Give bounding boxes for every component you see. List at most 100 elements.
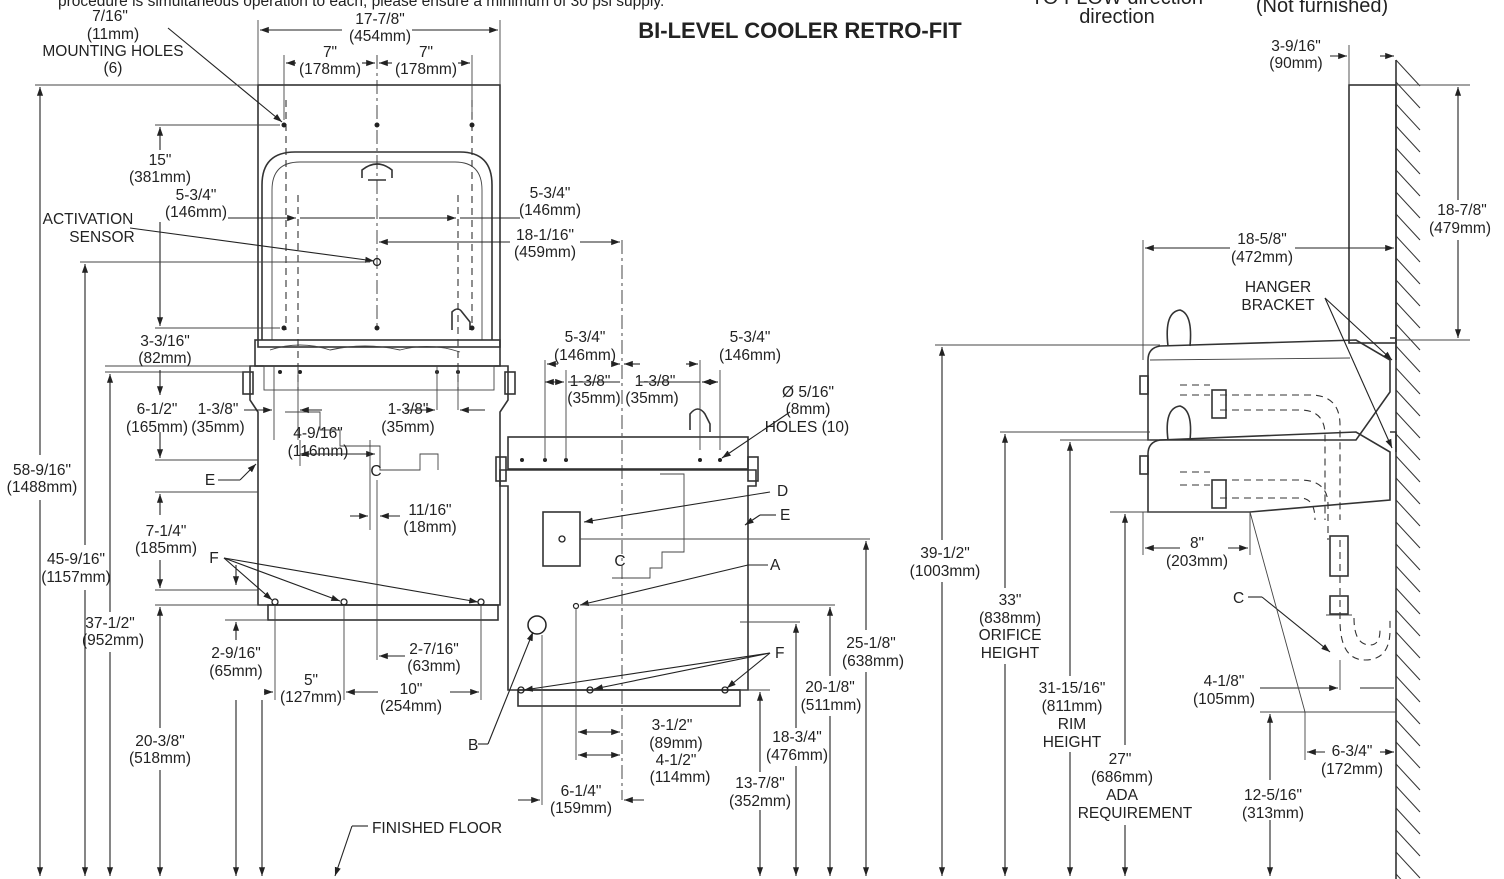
flow-direction-text-2: direction xyxy=(1079,6,1155,28)
wall-hatching xyxy=(1395,59,1421,879)
mounting-holes-label-2: (11mm) xyxy=(87,26,139,43)
wall-hatch-line xyxy=(1395,323,1421,351)
holes-label-3: HOLES (10) xyxy=(765,419,849,436)
wall-hatch-line xyxy=(1395,499,1421,527)
dim-8-b: (203mm) xyxy=(1166,553,1228,570)
dim-4-9-16-a: 4-9/16" xyxy=(293,425,342,442)
wall-hatch-line xyxy=(1395,807,1421,835)
dim-4-1-8-b: (105mm) xyxy=(1193,691,1255,708)
dim-25-1-8-b: (638mm) xyxy=(842,653,904,670)
dim-1-3-8-d-a: 1-3/8" xyxy=(635,373,676,390)
dim-5-3-4-d-b: (146mm) xyxy=(719,347,781,364)
dim-45-9-16-b: (1157mm) xyxy=(41,569,110,586)
dim-12-5-16-a: 12-5/16" xyxy=(1244,787,1302,804)
label-f-right: F xyxy=(775,645,784,662)
orifice-height-3: ORIFICE xyxy=(979,627,1042,644)
wall-hatch-line xyxy=(1395,477,1421,505)
dim-18-5-8-a: 18-5/8" xyxy=(1237,231,1286,248)
dim-11-16-b: (18mm) xyxy=(403,519,456,536)
dim-2-9-16-b: (65mm) xyxy=(209,663,262,680)
dim-4-1-8-a: 4-1/8" xyxy=(1204,673,1245,690)
dim-5-3-4-r-b: (146mm) xyxy=(519,202,581,219)
dim-18-1-16-b: (459mm) xyxy=(514,244,576,261)
dim-10-b: (254mm) xyxy=(380,698,442,715)
dim-6-1-4-a: 6-1/4" xyxy=(561,783,602,800)
dim-20-1-8-b: (511mm) xyxy=(801,697,862,714)
annotation-labels: 7/16" (11mm) MOUNTING HOLES (6) 17-7/8" … xyxy=(7,8,1491,837)
front-view-lower-unit xyxy=(495,240,759,800)
front-view-upper-dimensions xyxy=(35,20,620,876)
rim-height-2: (811mm) xyxy=(1042,698,1103,715)
dim-17-7-8-a: 17-7/8" xyxy=(355,11,404,28)
dim-1-3-8-c-a: 1-3/8" xyxy=(570,373,611,390)
wall-hatch-line xyxy=(1395,719,1421,747)
dim-3-3-16-a: 3-3/16" xyxy=(140,333,189,350)
dim-7b-a: 7" xyxy=(419,44,433,61)
dim-3-3-16-b: (82mm) xyxy=(138,350,191,367)
dim-18-3-4-b: (476mm) xyxy=(766,747,828,764)
wall-hatch-line xyxy=(1395,103,1421,131)
wall-hatch-line xyxy=(1395,213,1421,241)
dim-13-7-8-a: 13-7/8" xyxy=(735,775,784,792)
dim-25-1-8-a: 25-1/8" xyxy=(846,635,895,652)
ada-requirement-4: REQUIREMENT xyxy=(1078,805,1193,822)
dim-18-5-8-b: (472mm) xyxy=(1231,249,1293,266)
dim-8-a: 8" xyxy=(1190,535,1204,552)
page-title: BI-LEVEL COOLER RETRO-FIT xyxy=(638,18,962,43)
wall-hatch-line xyxy=(1395,631,1421,659)
front-view-lower-dimensions xyxy=(334,360,870,877)
dim-18-3-4-a: 18-3/4" xyxy=(772,729,821,746)
wall-hatch-line xyxy=(1395,301,1421,329)
wall-hatch-line xyxy=(1395,345,1421,373)
activation-sensor-label-1: ACTIVATION xyxy=(43,211,134,228)
dim-4-1-2-a: 4-1/2" xyxy=(656,752,697,769)
wall-hatch-line xyxy=(1395,433,1421,461)
wall-hatch-line xyxy=(1395,191,1421,219)
dim-15-a: 15" xyxy=(149,152,172,169)
ada-requirement-3: ADA xyxy=(1106,787,1139,804)
wall-hatch-line xyxy=(1395,829,1421,857)
not-furnished-text: (Not furnished) xyxy=(1256,0,1388,17)
dim-6-3-4-a: 6-3/4" xyxy=(1332,743,1373,760)
dim-3-9-16-a: 3-9/16" xyxy=(1271,38,1320,55)
dim-1-3-8-c-b: (35mm) xyxy=(567,390,620,407)
dim-10-a: 10" xyxy=(400,681,423,698)
dim-12-5-16-b: (313mm) xyxy=(1242,805,1304,822)
label-a: A xyxy=(770,557,781,574)
dim-39-1-2-a: 39-1/2" xyxy=(920,545,969,562)
dim-5-3-4-r-a: 5-3/4" xyxy=(530,185,571,202)
orifice-height-2: (838mm) xyxy=(979,610,1041,627)
wall-hatch-line xyxy=(1395,851,1421,879)
dim-7a-b: (178mm) xyxy=(299,61,361,78)
mounting-holes-label-1: 7/16" xyxy=(92,8,128,25)
dim-18-1-16-a: 18-1/16" xyxy=(516,227,574,244)
ada-requirement-2: (686mm) xyxy=(1091,769,1153,786)
wall-hatch-line xyxy=(1395,411,1421,439)
dim-13-7-8-b: (352mm) xyxy=(729,793,791,810)
dim-7b-b: (178mm) xyxy=(395,61,457,78)
wall-hatch-line xyxy=(1395,169,1421,197)
mounting-holes xyxy=(271,122,485,606)
dim-1-3-8-a-a: 1-3/8" xyxy=(198,401,239,418)
dim-18-7-8-a: 18-7/8" xyxy=(1437,202,1486,219)
dim-58-9-16-a: 58-9/16" xyxy=(13,462,71,479)
wall-hatch-line xyxy=(1395,543,1421,571)
orifice-height-1: 33" xyxy=(999,592,1022,609)
dim-3-1-2-b: (89mm) xyxy=(649,735,702,752)
dim-5-b: (127mm) xyxy=(280,689,342,706)
dim-1-3-8-d-b: (35mm) xyxy=(625,390,678,407)
wall-hatch-line xyxy=(1395,675,1421,703)
wall-hatch-line xyxy=(1395,873,1402,879)
dim-6-1-4-b: (159mm) xyxy=(550,800,612,817)
dim-4-9-16-b: (116mm) xyxy=(288,443,349,460)
dim-1-3-8-a-b: (35mm) xyxy=(191,419,244,436)
header-note-text: procedure is simultaneous operation to e… xyxy=(58,0,664,10)
wall-hatch-line xyxy=(1395,785,1421,813)
holes-label-1: Ø 5/16" xyxy=(782,384,834,401)
dim-58-9-16-b: (1488mm) xyxy=(7,479,78,496)
label-d: D xyxy=(777,483,788,500)
dim-5-3-4-l-b: (146mm) xyxy=(165,204,227,221)
dim-20-1-8-a: 20-1/8" xyxy=(805,679,854,696)
dim-15-b: (381mm) xyxy=(129,169,191,186)
activation-sensor-label-2: SENSOR xyxy=(69,229,134,246)
